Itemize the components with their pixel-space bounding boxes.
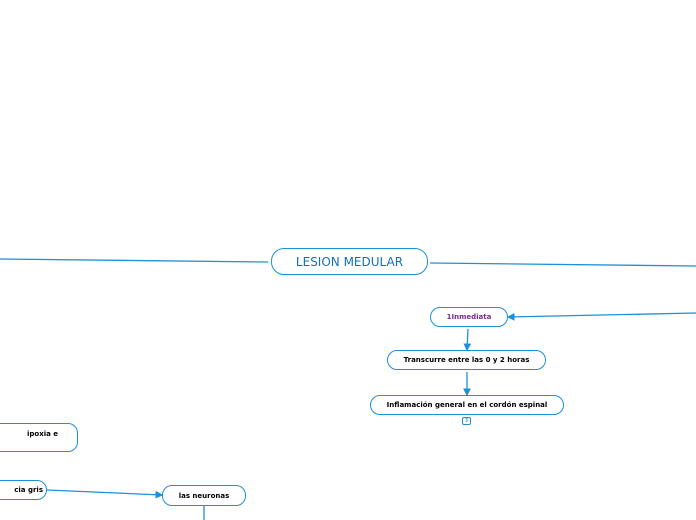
edge-stage-to-duration	[463, 328, 472, 352]
edge-left-to-neurons	[46, 489, 164, 499]
edge-right-to-stage	[506, 312, 696, 321]
stage-node[interactable]: 1Inmediata	[430, 307, 508, 327]
left-partial-node-1-label: ipoxia e	[27, 430, 59, 438]
duration-node[interactable]: Transcurre entre las 0 y 2 horas	[387, 350, 546, 370]
left-partial-node-1[interactable]: ipoxia e	[0, 423, 78, 452]
neurons-node-label: las neuronas	[178, 491, 230, 500]
root-node[interactable]: LESION MEDULAR	[271, 248, 428, 275]
edge-root-to-left	[0, 258, 269, 263]
symptom-node-label: Inflamación general en el cordón espinal	[386, 401, 548, 409]
stage-node-label: 1Inmediata	[446, 313, 492, 321]
symptom-node[interactable]: Inflamación general en el cordón espinal	[370, 395, 564, 415]
neurons-node[interactable]: las neuronas	[162, 485, 246, 506]
collapsed-children-badge[interactable]: 3	[462, 417, 471, 425]
left-partial-node-2[interactable]: cia gris	[0, 480, 47, 500]
collapsed-children-count: 3	[464, 418, 469, 424]
duration-node-label: Transcurre entre las 0 y 2 horas	[403, 356, 530, 364]
left-partial-node-2-label: cia gris	[14, 486, 43, 494]
root-node-label: LESION MEDULAR	[295, 254, 404, 269]
edge-root-to-right	[429, 262, 696, 267]
